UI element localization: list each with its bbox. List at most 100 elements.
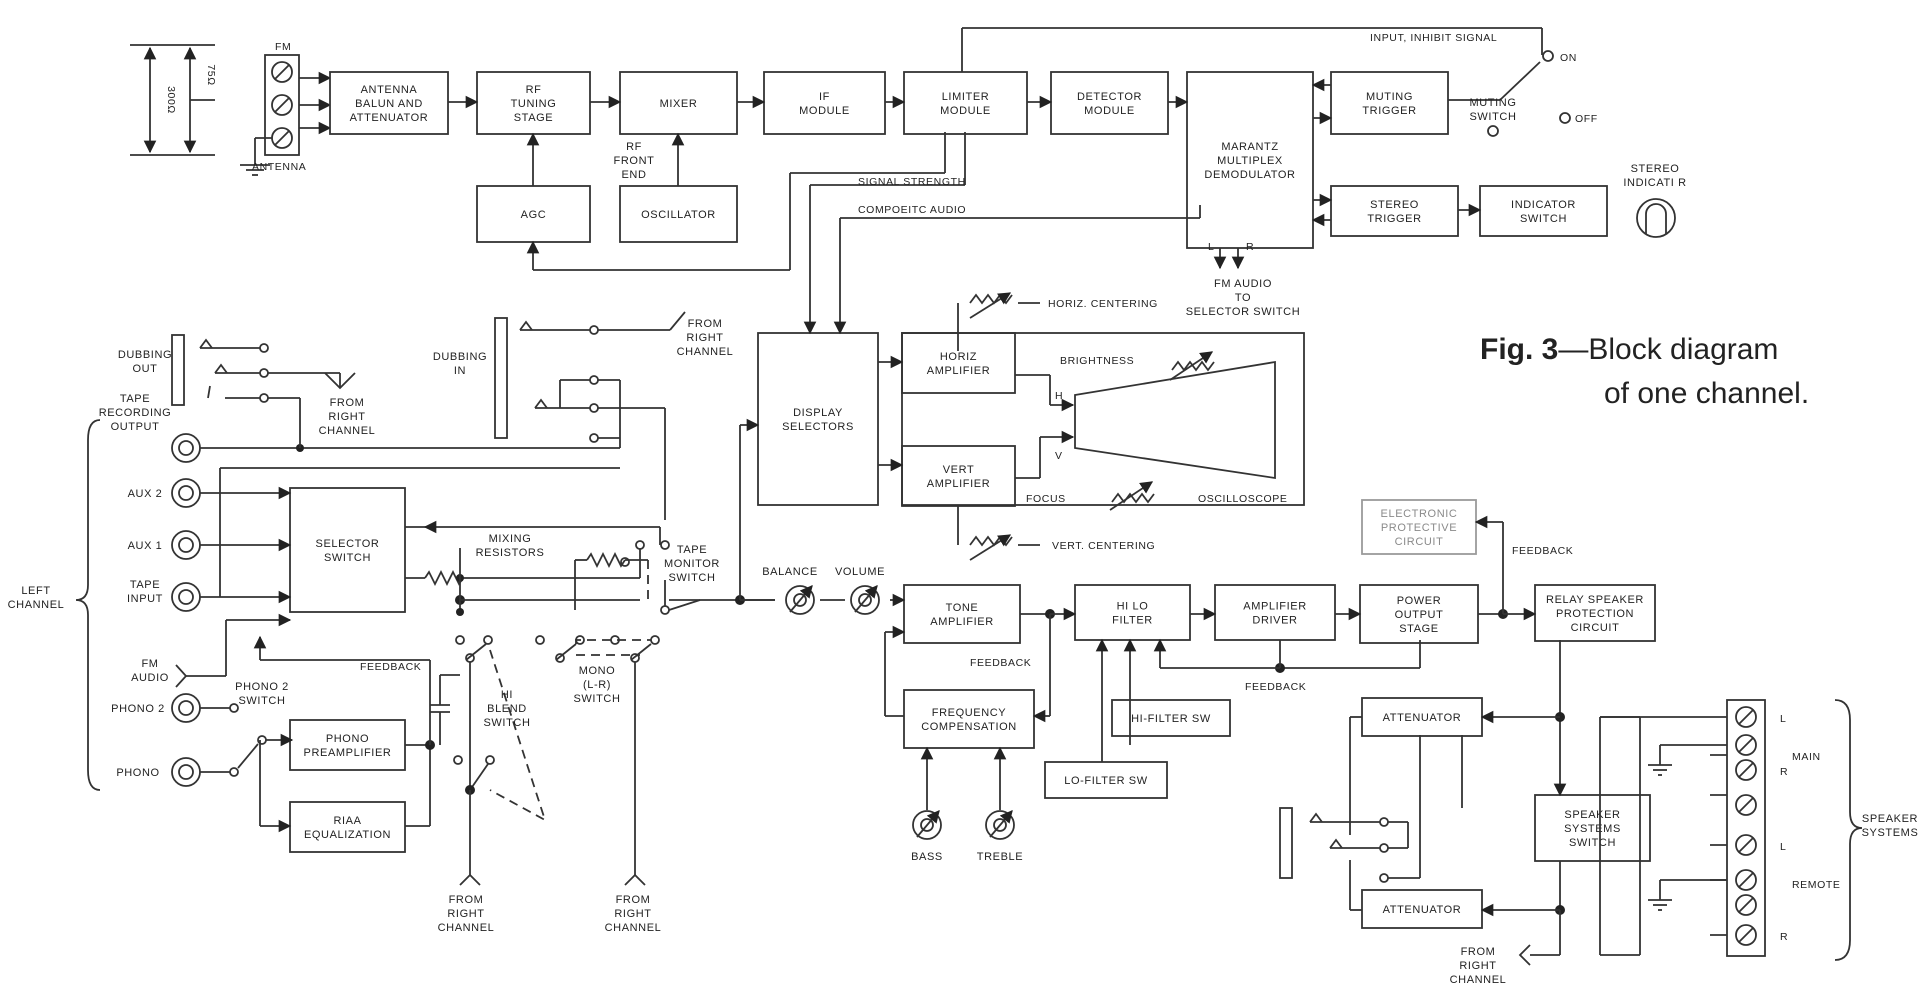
selector-switch-label-0: SELECTOR (316, 538, 380, 550)
electronic-protective-label-1: PROTECTIVE (1381, 522, 1457, 534)
rf-front-end-label-1: FRONT (614, 155, 655, 167)
hilo-filter-label-1: FILTER (1112, 615, 1153, 627)
stereo-trigger-label-1: TRIGGER (1367, 213, 1421, 225)
antenna-label: ANTENNA (252, 161, 306, 173)
mpx-r-label: R (1246, 241, 1254, 253)
riaa-label-0: RIAA (333, 815, 361, 827)
speaker-systems-switch-label-0: SPEAKER (1564, 809, 1620, 821)
volume-knob-icon[interactable] (850, 585, 880, 615)
vert-amp-label-0: VERT (943, 464, 975, 476)
balun-label-0: ANTENNA (361, 84, 418, 96)
display-selectors-label-0: DISPLAY (793, 407, 843, 419)
if-module-label-1: MODULE (799, 105, 850, 117)
attenuator-top-label-0: ATTENUATOR (1383, 712, 1462, 724)
antenna-dimension-marks (130, 44, 215, 156)
balance-knob-icon[interactable] (785, 585, 815, 615)
riaa-block: RIAA EQUALIZATION (289, 801, 406, 853)
stereo-indicator-lamp-icon (1636, 198, 1676, 238)
caption-line2: of one channel. (1604, 377, 1810, 410)
relay-speaker-label-2: CIRCUIT (1571, 622, 1620, 634)
spk-r1-label: R (1780, 766, 1788, 778)
stereo-trigger-label-0: STEREO (1370, 199, 1419, 211)
tone-amp-label-0: TONE (946, 602, 979, 614)
phono-preamp-label-0: PHONO (326, 733, 369, 745)
mixer-label-0: MIXER (660, 98, 698, 110)
muting-trigger-label-0: MUTING (1366, 91, 1413, 103)
input-wiring (171, 311, 775, 886)
multiplex-label-1: MULTIPLEX (1217, 155, 1283, 167)
vert-centering-label: VERT. CENTERING (1052, 540, 1155, 552)
oscillator-label-0: OSCILLATOR (641, 209, 716, 221)
riaa-label-1: EQUALIZATION (304, 829, 391, 841)
bass-knob-icon[interactable] (912, 810, 942, 840)
power-output-label-2: STAGE (1399, 623, 1438, 635)
muting-trigger-block: MUTING TRIGGER (1330, 71, 1449, 135)
power-output-label-0: POWER (1397, 595, 1442, 607)
horiz-centering-label: HORIZ. CENTERING (1048, 298, 1158, 310)
indicator-switch-label-0: INDICATOR (1511, 199, 1576, 211)
rf-front-end-label-0: RF (626, 141, 642, 153)
oscilloscope-wiring (878, 292, 1215, 561)
balun-label-2: ATTENUATOR (350, 112, 429, 124)
hi-filter-sw-block: HI-FILTER SW (1111, 699, 1231, 737)
detector-label-0: DETECTOR (1077, 91, 1142, 103)
attenuator-bottom-label-0: ATTENUATOR (1383, 904, 1462, 916)
speaker-terminal-block[interactable] (1726, 699, 1766, 957)
focus-label: FOCUS (1026, 493, 1066, 505)
limiter-label-0: LIMITER (942, 91, 990, 103)
screw-slot (1738, 872, 1754, 888)
muting-trigger-label-1: TRIGGER (1362, 105, 1416, 117)
rf-tuning-label-1: TUNING (511, 98, 557, 110)
spk-l1-label: L (1780, 713, 1786, 725)
screw-slot (1738, 709, 1754, 725)
attenuator-bottom-block: ATTENUATOR (1361, 889, 1483, 929)
oscilloscope-label: OSCILLOSCOPE (1198, 493, 1287, 505)
antenna-terminal[interactable] (240, 54, 300, 176)
phono-label: PHONO (116, 767, 159, 779)
selector-switch-label-1: SWITCH (324, 552, 371, 564)
speaker-systems-switch-label-2: SWITCH (1569, 837, 1616, 849)
relay-speaker-label-1: PROTECTION (1556, 608, 1634, 620)
balun-block: ANTENNA BALUN AND ATTENUATOR (329, 71, 449, 135)
signal-strength-label: SIGNAL STRENGTH (858, 176, 966, 188)
treble-knob-icon[interactable] (985, 810, 1015, 840)
freq-comp-label-1: COMPENSATION (921, 721, 1017, 733)
balance-label: BALANCE (762, 566, 818, 578)
if-module-block: IF MODULE (763, 71, 886, 135)
feedback-label-driver: FEEDBACK (1245, 681, 1306, 693)
if-module-label-0: IF (819, 91, 830, 103)
bass-label: BASS (911, 851, 943, 863)
lo-filter-sw-label-0: LO-FILTER SW (1064, 775, 1147, 787)
mixer-block: MIXER (619, 71, 738, 135)
freq-comp-label-0: FREQUENCY (932, 707, 1007, 719)
electronic-protective-label-0: ELECTRONIC (1381, 508, 1458, 520)
aux1-label: AUX 1 (128, 540, 163, 552)
spk-l2-label: L (1780, 841, 1786, 853)
left-channel-brace (75, 419, 101, 791)
balun-label-1: BALUN AND (355, 98, 423, 110)
volume-label: VOLUME (835, 566, 885, 578)
feedback-label-power: FEEDBACK (1512, 545, 1573, 557)
mono-switch-label: MONO(L-R)SWITCH (574, 665, 621, 705)
oscillator-block: OSCILLATOR (619, 185, 738, 243)
